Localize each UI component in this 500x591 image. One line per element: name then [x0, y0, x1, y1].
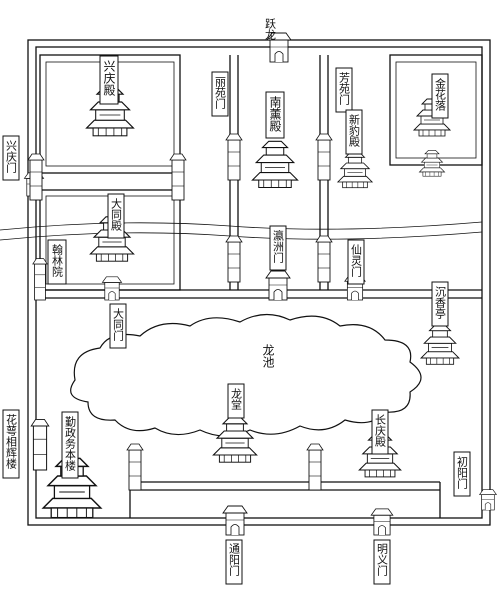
label-longchi: 龙池: [261, 344, 275, 368]
nanxun-hall: [251, 140, 299, 189]
yingzhou-gate: [265, 270, 291, 301]
label-xinbao-hall: 新豹殿: [348, 113, 361, 148]
chuyang-gate-tower: [479, 489, 497, 511]
label-longtang: 龙堂: [230, 388, 243, 410]
label-mingyi-gate: 明义门: [376, 543, 389, 577]
label-datong-gate: 大同门: [112, 307, 125, 342]
label-datong-hall: 大同殿: [110, 197, 123, 232]
tongyang-gate-tower: [222, 505, 248, 536]
label-changqing-hall: 长庆殿: [374, 414, 387, 448]
label-qinzheng-lou: 勤政务本楼: [64, 416, 77, 472]
label-liyuan-gate: 丽苑门: [214, 76, 227, 110]
label-yuelong: 跃龙: [264, 17, 277, 40]
label-xianling-gate: 仙灵门: [350, 244, 363, 278]
label-xingqing-gate: 兴庆门: [5, 140, 18, 174]
label-huae-lou: 花萼相辉楼: [5, 414, 18, 470]
label-jinhua-lou: 金花落: [434, 77, 447, 112]
xinbao-hall: [337, 152, 373, 189]
label-chenxiang-ting: 沉香亭: [434, 286, 447, 319]
label-nanxun-hall: 南薰殿: [268, 95, 282, 132]
mingyi-gate-tower: [370, 508, 394, 536]
datong-gate-tower: [102, 276, 122, 301]
chenxiang-pavilion: [420, 324, 460, 365]
label-fangyuan-gate: 芳苑门: [338, 71, 351, 106]
label-xingqing-hall: 兴庆殿: [102, 60, 116, 96]
label-tongyang-gate: 通阳门: [228, 543, 241, 577]
label-hanlin-yuan: 翰林院: [51, 243, 64, 277]
label-chuyang-gate: 初阳门: [456, 455, 469, 490]
label-yingzhou-gate: 瀛洲门: [272, 229, 285, 264]
dragon-pond: [70, 313, 422, 437]
